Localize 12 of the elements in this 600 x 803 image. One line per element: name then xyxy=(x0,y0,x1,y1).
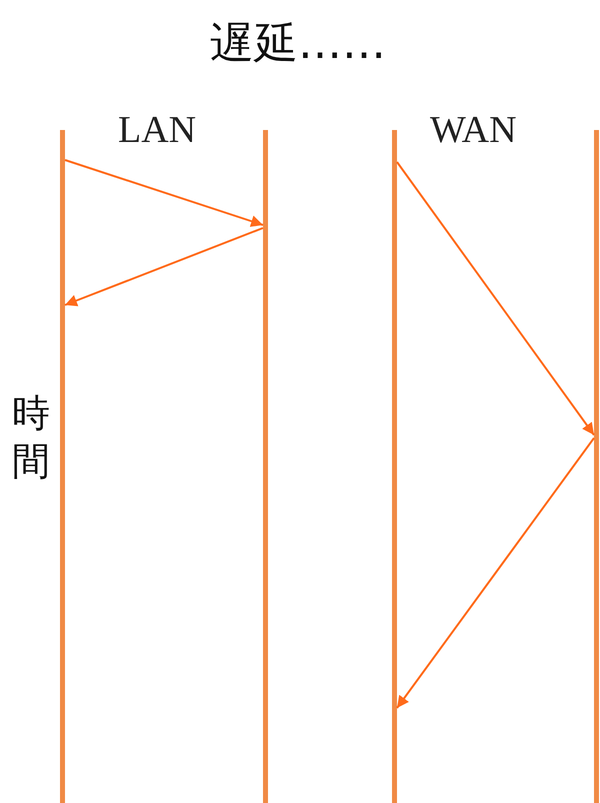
lifeline-bar xyxy=(594,130,599,803)
lifeline-bar xyxy=(263,130,268,803)
arrow xyxy=(396,437,595,709)
column-heading: LAN xyxy=(118,108,196,152)
title: 遅延…… xyxy=(210,17,386,71)
arrow xyxy=(396,161,595,436)
lifeline-bar xyxy=(392,130,397,803)
column-heading: WAN xyxy=(430,108,517,152)
lifeline-bar xyxy=(60,130,65,803)
arrow xyxy=(64,159,264,227)
axis-label: 時間 xyxy=(12,390,50,484)
arrow xyxy=(64,227,264,306)
